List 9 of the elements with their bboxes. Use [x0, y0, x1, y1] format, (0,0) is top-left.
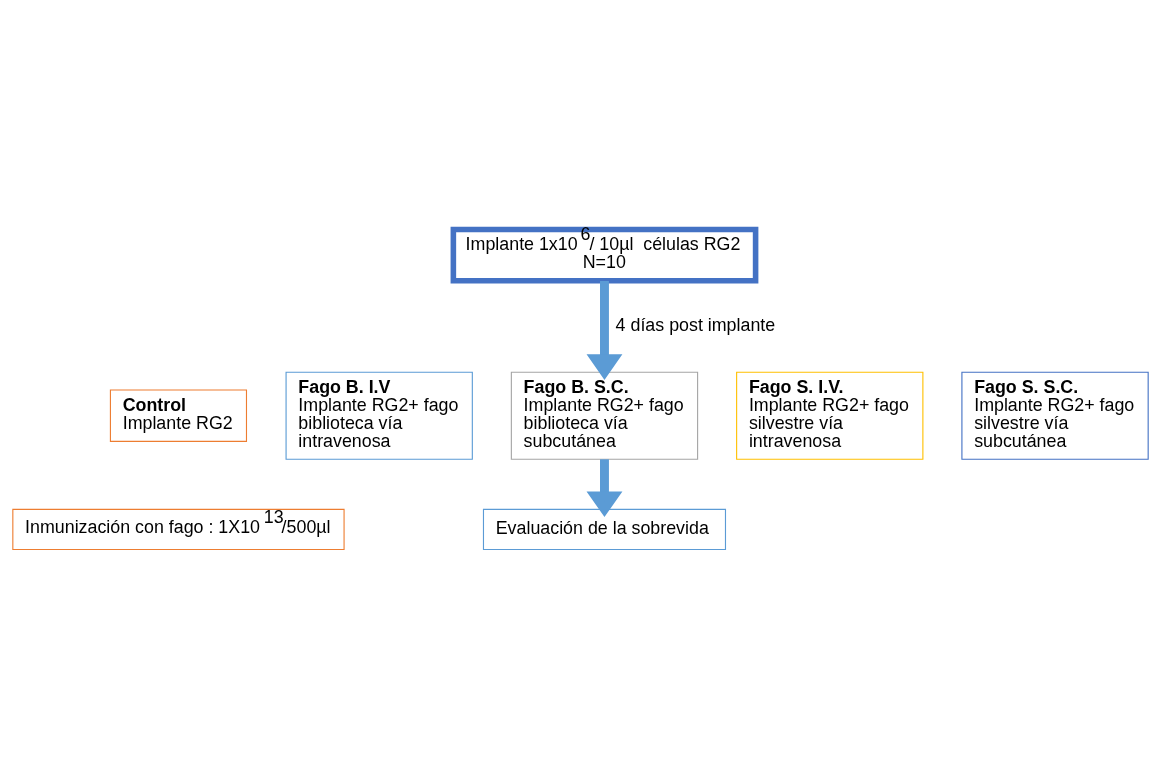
arrow [586, 458, 623, 517]
edge-label: 4 días post implante [615, 314, 776, 335]
node-box: Evaluación de la sobrevida [482, 508, 727, 550]
node-box: Fago B. S.C. Implante RG2+ fago biblioteca vía subcutánea [510, 371, 699, 460]
node-box: Fago S. S.C. Implante RG2+ fago silvestre vía subcutánea [961, 371, 1149, 460]
node-box: Fago S. I.V. Implante RG2+ fago silvestre vía intravenosa [736, 371, 924, 460]
node-box: Control Implante RG2 [109, 389, 248, 442]
node-box: Fago B. I.V Implante RG2+ fago biblioteca vía intravenosa [285, 371, 473, 460]
arrow [586, 280, 623, 380]
